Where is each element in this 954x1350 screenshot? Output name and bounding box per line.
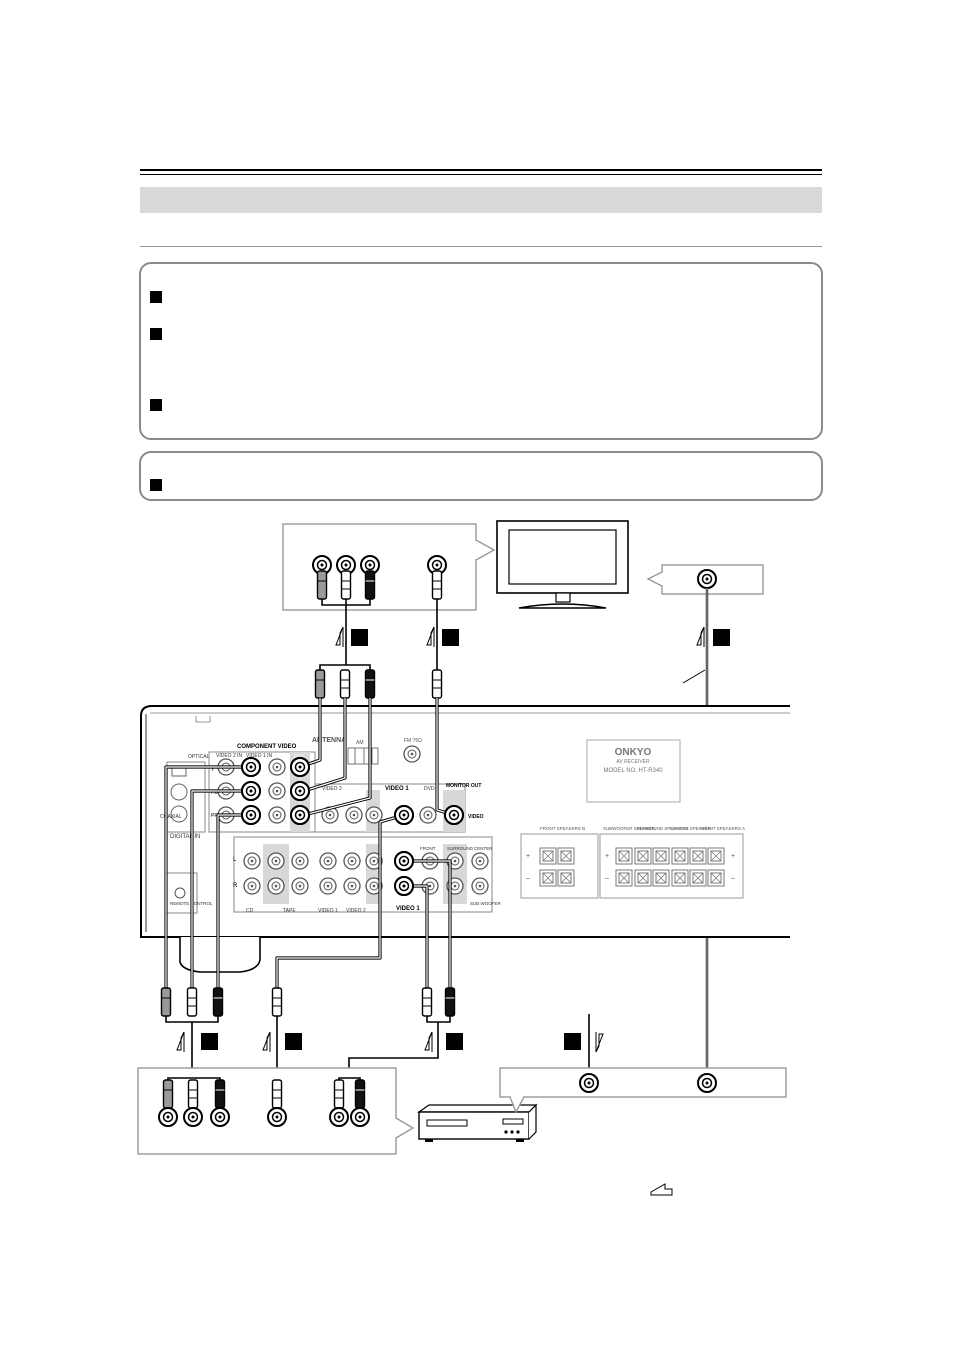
step-marker-2: [150, 328, 162, 340]
svg-text:OUT: OUT: [294, 754, 305, 760]
svg-text:ONKYO: ONKYO: [615, 747, 652, 758]
svg-text:FRONT SPEAKERS A: FRONT SPEAKERS A: [700, 826, 745, 831]
svg-text:CENTER: CENTER: [474, 846, 493, 851]
svg-text:MODEL NO. HT-R340: MODEL NO. HT-R340: [603, 768, 663, 774]
svg-text:PR: PR: [211, 813, 218, 819]
svg-text:VIDEO: VIDEO: [468, 814, 484, 820]
svg-text:VIDEO 2: VIDEO 2: [346, 908, 366, 914]
antenna-in-jack: [697, 569, 717, 589]
svg-text:DVD: DVD: [424, 786, 435, 792]
top-rule-thin: [140, 174, 822, 175]
step-marker-3: [150, 399, 162, 411]
svg-text:VIDEO 1: VIDEO 1: [385, 786, 409, 792]
svg-text:+: +: [526, 853, 530, 860]
svg-text:VIDEO 1: VIDEO 1: [318, 908, 338, 914]
svg-text:SURROUND: SURROUND: [447, 846, 474, 851]
svg-text:CD: CD: [246, 908, 254, 914]
steps-panel-2: [139, 451, 823, 501]
svg-text:VIDEO 2: VIDEO 2: [322, 786, 342, 792]
svg-text:OPTICAL: OPTICAL: [188, 754, 210, 760]
svg-text:FM 75Ω: FM 75Ω: [404, 738, 422, 744]
svg-text:L: L: [233, 857, 237, 863]
svg-text:VIDEO 1 IN: VIDEO 1 IN: [246, 753, 273, 759]
step-marker-1: [150, 291, 162, 303]
dvd-player-icon: [417, 1103, 538, 1142]
svg-text:AV RECEIVER: AV RECEIVER: [616, 759, 650, 765]
svg-text:–: –: [526, 875, 530, 882]
svg-text:–: –: [731, 875, 735, 882]
svg-text:Y: Y: [211, 767, 215, 773]
svg-text:VIDEO 2 IN: VIDEO 2 IN: [216, 753, 243, 759]
svg-text:ANTENNA: ANTENNA: [312, 737, 346, 744]
tv-input-panel: [282, 523, 496, 676]
source-output-panel: [137, 1067, 415, 1155]
svg-text:SUBWOOFER SPEAKER: SUBWOOFER SPEAKER: [603, 826, 656, 831]
svg-text:CENTER SPEAKER: CENTER SPEAKER: [670, 826, 712, 831]
svg-text:FRONT: FRONT: [420, 846, 436, 851]
svg-text:PB: PB: [211, 790, 218, 796]
svg-text:AM: AM: [356, 740, 364, 746]
svg-text:COAXIAL: COAXIAL: [160, 814, 182, 820]
section-banner: [140, 187, 822, 213]
step-marker-4: [150, 479, 162, 491]
svg-text:+: +: [605, 853, 609, 860]
svg-text:+: +: [731, 853, 735, 860]
svg-text:SUB WOOFER: SUB WOOFER: [470, 901, 502, 906]
tv-icon: [496, 520, 629, 609]
svg-text:SURROUND SPEAKERS: SURROUND SPEAKERS: [637, 826, 689, 831]
svg-text:TAPE: TAPE: [283, 908, 296, 914]
svg-text:FRONT SPEAKERS B: FRONT SPEAKERS B: [540, 826, 585, 831]
section-divider: [140, 246, 822, 247]
steps-panel: [139, 262, 823, 440]
svg-text:DIGITAL IN: DIGITAL IN: [170, 834, 200, 840]
top-rule: [140, 169, 822, 171]
svg-text:MONITOR OUT: MONITOR OUT: [446, 783, 481, 789]
svg-text:VIDEO 1: VIDEO 1: [396, 906, 420, 912]
svg-text:COMPONENT VIDEO: COMPONENT VIDEO: [237, 744, 297, 750]
svg-text:R: R: [233, 883, 238, 889]
svg-text:–: –: [605, 875, 609, 882]
antenna-output-panel: [499, 1067, 787, 1114]
antenna-input-panel: [646, 564, 764, 595]
receiver-rear-panel: OPTICAL COAXIAL DIGITAL IN REMOTE CONTRO…: [140, 705, 790, 973]
